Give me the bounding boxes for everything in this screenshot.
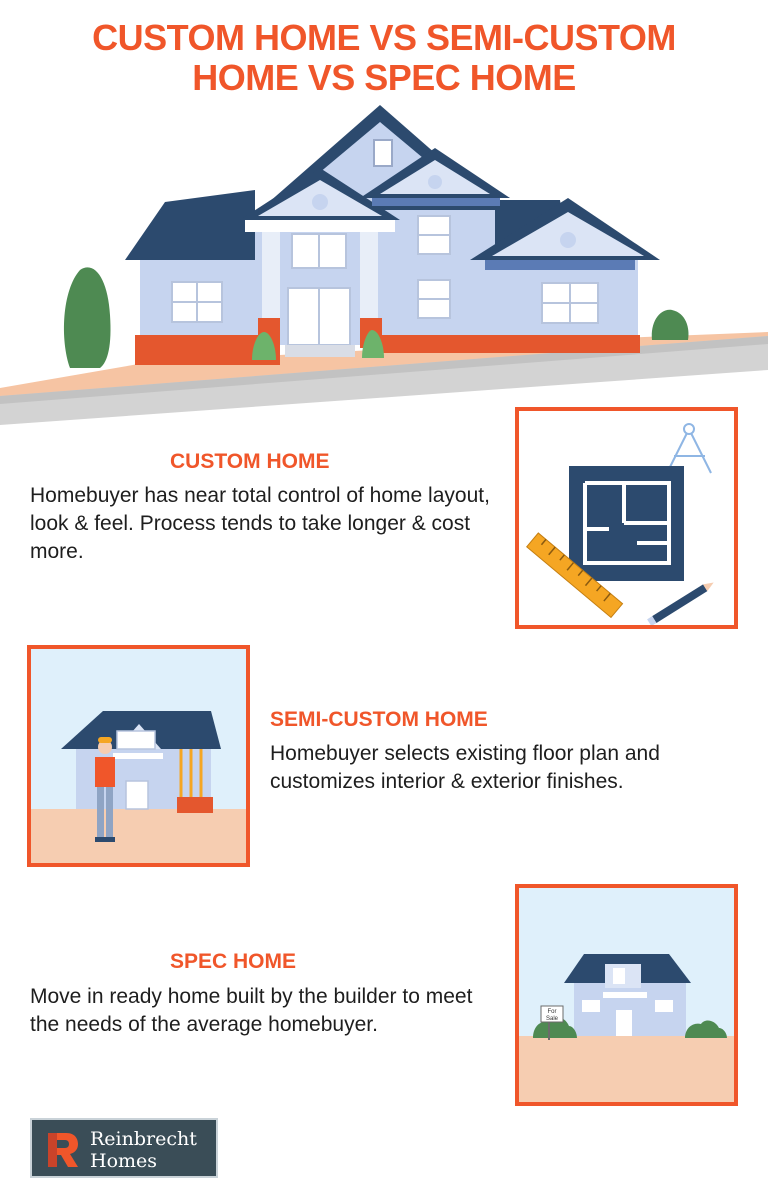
page-title-line-2: HOME VS SPEC HOME [192,57,576,98]
spec-home-heading: SPEC HOME [170,950,297,973]
semi-custom-home-heading: SEMI-CUSTOM HOME [270,708,488,731]
for-sale-house-icon: For Sale [515,884,738,1106]
page-title: CUSTOM HOME VS SEMI-CUSTOM HOME VS SPEC … [0,18,768,98]
for-sale-sign-line-1: For [548,1009,557,1015]
reinbrecht-homes-logo: Reinbrecht Homes [30,1118,218,1178]
semi-custom-home-description: Homebuyer selects existing floor plan an… [270,742,660,793]
hero-house-illustration [0,100,768,435]
logo-name-line-1: Reinbrecht [90,1128,197,1150]
custom-home-heading: CUSTOM HOME [170,450,330,473]
spec-home-description: Move in ready home built by the builder … [30,985,473,1036]
reinbrecht-logo-mark-icon [48,1133,78,1167]
custom-home-description: Homebuyer has near total control of home… [30,484,490,563]
builder-house-icon [27,645,250,867]
page-title-line-1: CUSTOM HOME VS SEMI-CUSTOM [92,17,676,58]
blueprint-icon [515,407,738,629]
for-sale-sign-line-2: Sale [546,1016,559,1022]
logo-name-line-2: Homes [90,1150,158,1172]
